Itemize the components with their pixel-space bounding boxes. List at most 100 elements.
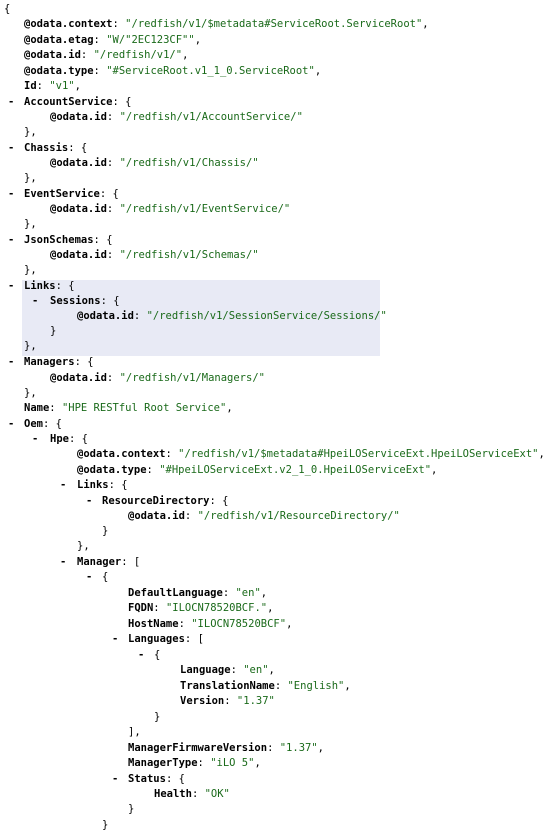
- collapse-toggle[interactable]: -: [112, 633, 119, 645]
- json-string-value: "/redfish/v1/Schemas/": [119, 249, 259, 261]
- collapse-toggle[interactable]: -: [8, 280, 15, 292]
- json-key: AccountService: [24, 96, 113, 108]
- json-line-content: Managers: {: [24, 355, 94, 370]
- colon: :: [153, 602, 166, 614]
- json-key: @odata.id: [128, 510, 185, 522]
- json-line-content: Links: {: [77, 478, 128, 493]
- json-line-content: },: [77, 539, 90, 554]
- colon: :: [230, 664, 244, 676]
- bracket: {: [81, 433, 88, 445]
- json-key: JsonSchemas: [24, 234, 94, 246]
- comma: ,: [344, 680, 351, 692]
- json-line-content: DefaultLanguage: "en",: [128, 586, 267, 601]
- json-key: Sessions: [50, 295, 101, 307]
- json-line-content: Health: "OK": [154, 787, 230, 802]
- json-key: ManagerFirmwareVersion: [128, 742, 268, 754]
- json-key: ManagerType: [128, 757, 198, 769]
- bracket: },: [24, 264, 37, 276]
- json-line-content: @odata.id: "/redfish/v1/Managers/": [50, 371, 265, 386]
- json-string-value: "/redfish/v1/Managers/": [119, 372, 265, 384]
- json-line-content: JsonSchemas: {: [24, 233, 113, 248]
- colon: :: [93, 34, 107, 46]
- collapse-toggle[interactable]: -: [138, 649, 145, 661]
- json-key: @odata.type: [24, 65, 94, 77]
- json-line-content: HostName: "ILOCN78520BCF",: [128, 617, 292, 632]
- json-line-content: @odata.type: "#ServiceRoot.v1_1_0.Servic…: [24, 64, 321, 79]
- json-line-content: ],: [128, 725, 141, 740]
- json-key: @odata.id: [50, 157, 107, 169]
- collapse-toggle[interactable]: -: [8, 356, 15, 368]
- json-string-value: "1.37": [279, 742, 318, 754]
- comma: ,: [538, 448, 545, 460]
- collapse-toggle[interactable]: -: [32, 433, 39, 445]
- bracket: {: [125, 96, 132, 108]
- bracket: {: [113, 295, 120, 307]
- collapse-toggle[interactable]: -: [8, 96, 15, 108]
- json-line-content: {: [154, 648, 160, 663]
- bracket: {: [222, 495, 229, 507]
- colon: :: [112, 96, 126, 108]
- collapse-toggle[interactable]: -: [8, 142, 15, 154]
- json-viewer: {@odata.context: "/redfish/v1/$metadata#…: [4, 2, 545, 831]
- json-string-value: "OK": [204, 788, 230, 800]
- colon: :: [49, 402, 62, 414]
- colon: :: [93, 234, 107, 246]
- json-line-content: Oem: {: [24, 417, 62, 432]
- colon: :: [106, 372, 120, 384]
- json-line-content: }: [50, 324, 56, 339]
- json-line-content: Id: "v1",: [24, 79, 81, 94]
- json-key: Version: [180, 695, 225, 707]
- colon: :: [68, 142, 81, 154]
- json-string-value: "1.37": [236, 695, 275, 707]
- bracket: },: [24, 218, 37, 230]
- comma: ,: [317, 742, 324, 754]
- json-key: Languages: [128, 633, 185, 645]
- collapse-toggle[interactable]: -: [60, 556, 67, 568]
- comma: ,: [268, 664, 275, 676]
- collapse-toggle[interactable]: -: [112, 773, 119, 785]
- comma: ,: [194, 34, 202, 46]
- json-line-content: Language: "en",: [180, 663, 275, 678]
- bracket: }: [128, 803, 135, 815]
- collapse-toggle[interactable]: -: [86, 571, 93, 583]
- collapse-toggle[interactable]: -: [8, 234, 15, 246]
- json-key: EventService: [24, 188, 100, 200]
- json-key: DefaultLanguage: [128, 587, 223, 599]
- json-line-content: {: [4, 2, 10, 17]
- colon: :: [42, 418, 56, 430]
- bracket: {: [121, 479, 128, 491]
- bracket: },: [24, 340, 37, 352]
- comma: ,: [182, 49, 189, 61]
- json-key: Oem: [24, 418, 43, 430]
- colon: :: [68, 433, 82, 445]
- json-key: Hpe: [50, 433, 69, 445]
- json-key: HostName: [128, 618, 179, 630]
- json-key: @odata.context: [77, 448, 166, 460]
- colon: :: [274, 680, 288, 692]
- json-line-content: {: [102, 570, 108, 585]
- collapse-toggle[interactable]: -: [8, 418, 15, 430]
- json-line-content: Languages: [: [128, 632, 204, 647]
- colon: :: [224, 695, 237, 707]
- json-line-content: @odata.id: "/redfish/v1/",: [24, 48, 188, 63]
- collapse-toggle[interactable]: -: [32, 295, 39, 307]
- json-key: Name: [24, 402, 50, 414]
- colon: :: [106, 249, 120, 261]
- collapse-toggle[interactable]: -: [60, 479, 67, 491]
- colon: :: [99, 188, 113, 200]
- json-line-content: },: [24, 339, 37, 354]
- colon: :: [191, 788, 205, 800]
- collapse-toggle[interactable]: -: [8, 188, 15, 200]
- bracket: },: [24, 387, 37, 399]
- json-line-content: ResourceDirectory: {: [102, 494, 228, 509]
- json-key: @odata.context: [24, 18, 113, 30]
- bracket: {: [55, 418, 62, 430]
- collapse-toggle[interactable]: -: [86, 495, 93, 507]
- bracket: [: [197, 633, 204, 645]
- json-line-content: TranslationName: "English",: [180, 679, 351, 694]
- comma: ,: [286, 618, 293, 630]
- colon: :: [112, 18, 126, 30]
- comma: ,: [422, 18, 429, 30]
- comma: ,: [314, 65, 322, 77]
- colon: :: [184, 510, 198, 522]
